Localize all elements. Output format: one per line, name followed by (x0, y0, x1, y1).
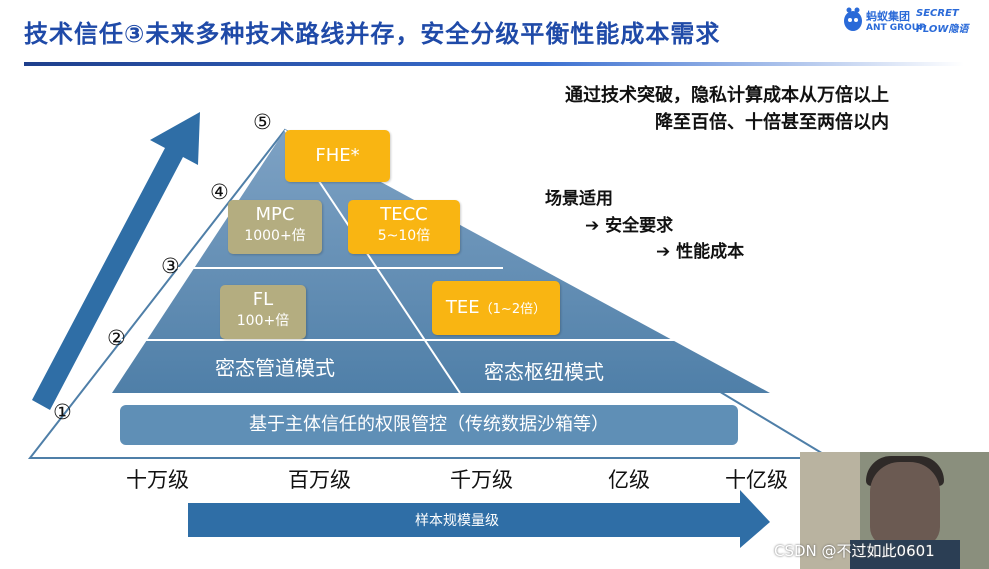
level-3-marker: ③ (161, 254, 180, 278)
pipeline-mode-label: 密态管道模式 (215, 356, 335, 380)
secretflow-logo-line1: SECRET (916, 8, 959, 19)
ant-group-name-en: ANT GROUP (866, 23, 926, 33)
base-trust-bar: 基于主体信任的权限管控（传统数据沙箱等） (120, 405, 738, 445)
security-level-arrow (32, 112, 200, 410)
webcam-overlay (800, 452, 989, 569)
mpc-label: MPC (255, 204, 295, 225)
level-1-marker: ① (53, 400, 72, 424)
tecc-box: TECC 5~10倍 (348, 200, 460, 254)
ant-icon (844, 7, 862, 31)
cost-note-line1: 通过技术突破，隐私计算成本从万倍以上 (565, 85, 889, 106)
scale-100m: 亿级 (608, 468, 650, 492)
secretflow-logo: SECRET FLOW隐语 (916, 8, 986, 35)
ant-group-name-cn: 蚂蚁集团 (866, 10, 910, 23)
tee-cost: （1~2倍） (479, 302, 547, 317)
page-title: 技术信任③未来多种技术路线并存，安全分级平衡性能成本需求 (24, 20, 721, 48)
scale-1m: 百万级 (288, 468, 351, 492)
scale-10m: 千万级 (450, 468, 513, 492)
fl-label: FL (252, 289, 274, 310)
speaker-face (870, 462, 940, 547)
hub-mode-label: 密态枢纽模式 (484, 360, 604, 384)
tee-label: TEE (445, 297, 480, 318)
scenario-performance: ➔ 性能成本 (656, 242, 745, 262)
secretflow-logo-line2: FLOW隐语 (916, 24, 969, 35)
ant-group-logo: 蚂蚁集团 ANT GROUP (842, 6, 926, 38)
csdn-watermark: CSDN @不过如此0601 (774, 542, 935, 560)
scale-1b: 十亿级 (725, 468, 788, 492)
sample-scale-label: 样本规模量级 (415, 513, 499, 529)
level-2-marker: ② (107, 326, 126, 350)
scale-100k: 十万级 (126, 468, 189, 492)
sample-scale-arrow (188, 490, 770, 548)
mpc-box: MPC 1000+倍 (228, 200, 322, 254)
fhe-box: FHE* (285, 130, 390, 182)
mpc-cost: 1000+倍 (244, 228, 306, 244)
scenario-security: ➔ 安全要求 (585, 216, 674, 236)
fhe-label: FHE* (315, 145, 360, 166)
level-5-marker: ⑤ (253, 110, 272, 134)
title-divider (24, 62, 964, 66)
tecc-cost: 5~10倍 (377, 228, 431, 244)
tecc-label: TECC (380, 204, 428, 225)
fl-cost: 100+倍 (236, 313, 290, 329)
scenario-title: 场景适用 (545, 189, 613, 209)
cost-note-line2: 降至百倍、十倍甚至两倍以内 (655, 112, 889, 133)
tee-box: TEE（1~2倍） (432, 281, 560, 335)
fl-box: FL 100+倍 (220, 285, 306, 339)
level-4-marker: ④ (210, 180, 229, 204)
